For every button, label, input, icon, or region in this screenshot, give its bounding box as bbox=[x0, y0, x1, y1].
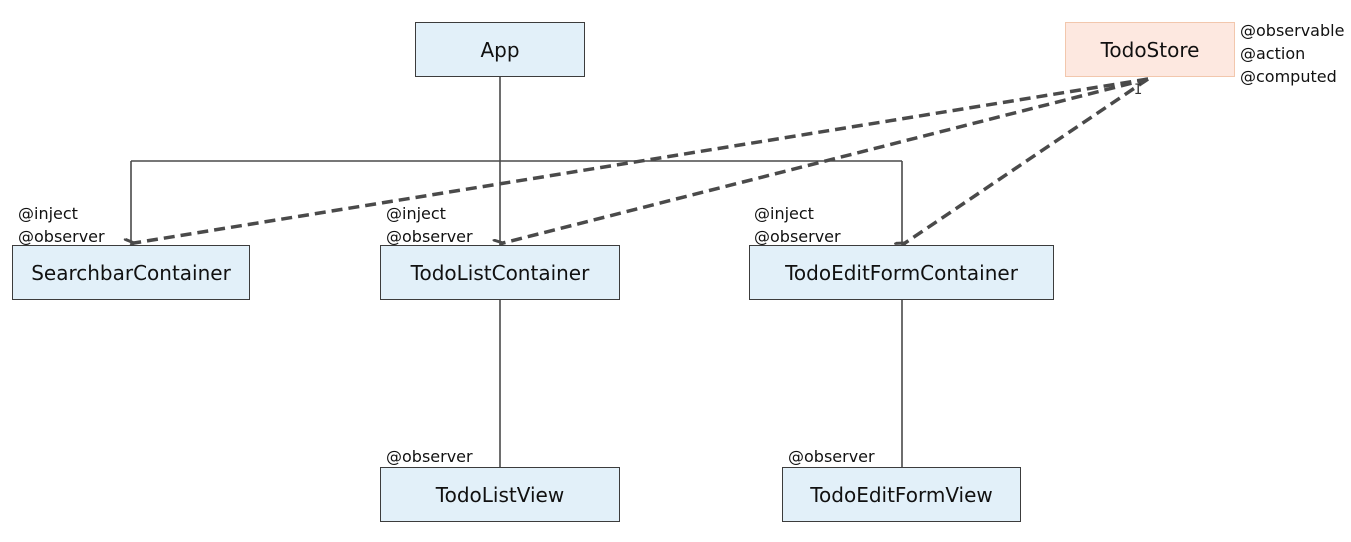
node-todo-list-view[interactable]: TodoListView bbox=[380, 467, 620, 522]
hierarchy-edges bbox=[130, 77, 903, 467]
annotation-todolist-inject: @inject bbox=[386, 204, 446, 223]
annotation-todo-list-view: @observer bbox=[386, 445, 473, 468]
inject-arrow-todolist bbox=[503, 77, 1149, 243]
annotation-editform-inject: @inject bbox=[754, 204, 814, 223]
inject-arrow-editform bbox=[905, 77, 1149, 243]
annotation-editform-observer: @observer bbox=[754, 227, 841, 246]
node-todo-list-container[interactable]: TodoListContainer bbox=[380, 245, 620, 300]
annotation-store: @observable @action @computed bbox=[1240, 19, 1344, 88]
annotation-todolist-observer: @observer bbox=[386, 227, 473, 246]
annotation-editform-view-observer: @observer bbox=[788, 447, 875, 466]
node-app[interactable]: App bbox=[415, 22, 585, 77]
annotation-store-observable: @observable bbox=[1240, 21, 1345, 40]
annotation-todo-list-container: @inject @observer bbox=[386, 202, 473, 248]
annotation-store-action: @action bbox=[1240, 44, 1306, 63]
annotation-todolist-view-observer: @observer bbox=[386, 447, 473, 466]
annotation-todo-edit-form-container: @inject @observer bbox=[754, 202, 841, 248]
annotation-searchbar-observer: @observer bbox=[18, 227, 105, 246]
annotation-searchbar-container: @inject @observer bbox=[18, 202, 105, 248]
node-todo-edit-form-container[interactable]: TodoEditFormContainer bbox=[749, 245, 1054, 300]
node-todo-edit-form-view[interactable]: TodoEditFormView bbox=[782, 467, 1021, 522]
inject-arrow-searchbar bbox=[134, 77, 1149, 243]
annotation-searchbar-inject: @inject bbox=[18, 204, 78, 223]
node-todo-store[interactable]: TodoStore bbox=[1065, 22, 1235, 77]
annotation-todo-edit-form-view: @observer bbox=[788, 445, 875, 468]
node-searchbar-container[interactable]: SearchbarContainer bbox=[12, 245, 250, 300]
text-cursor-icon: I bbox=[1134, 82, 1143, 98]
injection-edges bbox=[134, 77, 1149, 243]
annotation-store-computed: @computed bbox=[1240, 67, 1337, 86]
